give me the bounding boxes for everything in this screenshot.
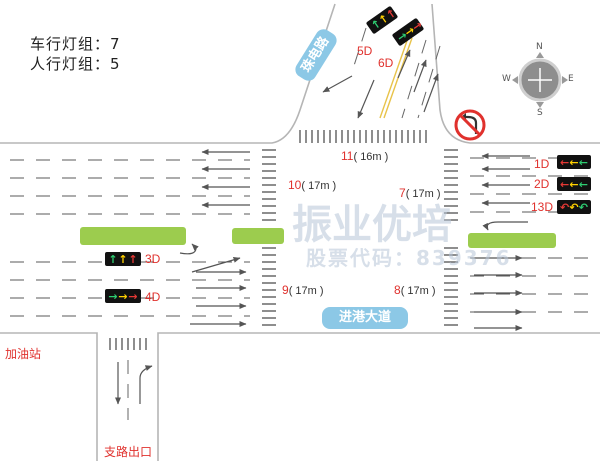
- crossing-9-id: 9: [282, 283, 289, 297]
- signal-1d-label: 1D: [534, 157, 550, 171]
- watermark-subtext: 股票代码：839376: [306, 246, 512, 270]
- signal-4d: →→→: [105, 289, 141, 303]
- crosswalk-north: [299, 130, 427, 143]
- east-outbound-arrows: [474, 255, 523, 331]
- median-east: [468, 233, 556, 248]
- compass-west: W: [502, 74, 511, 84]
- crossing-11-id: 11: [341, 149, 354, 163]
- signal-3d: ↑↑↑: [105, 252, 141, 266]
- vehicle-group-count: 车行灯组：7: [30, 35, 121, 53]
- crossing-8-length: ( 17m ): [400, 285, 436, 297]
- signal-6d-label: 6D: [378, 56, 394, 70]
- crosswalk-east: [444, 149, 458, 326]
- crossing-11-length: ( 16m ): [353, 151, 389, 163]
- road-edge-sw: [0, 332, 98, 461]
- signal-3d-arrow: ↑: [118, 252, 128, 266]
- watermark-text: 振业优培: [292, 202, 452, 248]
- north-centre-line: [379, 37, 413, 119]
- west-outbound-arrows: [201, 149, 250, 208]
- signal-2d-arrow: ←: [560, 177, 570, 191]
- crossing-7-id: 7: [399, 186, 406, 200]
- pedestrian-group-count: 人行灯组：5: [30, 55, 121, 73]
- signal-2d: ←←←: [557, 177, 591, 191]
- signal-5d-label: 5D: [357, 44, 373, 58]
- crosswalk-south: [109, 338, 147, 350]
- north-lane-lines: [351, 27, 441, 119]
- signal-1d-arrow: ←: [578, 155, 588, 169]
- east-approach-arrows: [481, 153, 530, 231]
- signal-2d-arrow: ←: [569, 177, 579, 191]
- compass-icon: [512, 52, 568, 108]
- crossing-10-label: 10( 17m ): [288, 178, 336, 192]
- crossing-9-label: 9( 17m ): [282, 283, 324, 297]
- signal-1d-arrow: ←: [569, 155, 579, 169]
- signal-13d: ↶↶↶: [557, 200, 591, 214]
- signal-4d-arrow: →: [118, 289, 128, 303]
- compass-south: S: [537, 108, 543, 118]
- crossing-8-label: 8( 17m ): [394, 283, 436, 297]
- crossing-10-id: 10: [288, 178, 302, 192]
- road-edge-ne: [431, 3, 600, 144]
- signal-13d-arrow: ↶: [560, 200, 570, 214]
- crossing-11-label: 11( 16m ): [341, 149, 388, 163]
- median-west-inner: [232, 228, 284, 244]
- branch-exit-label: 支路出口: [104, 445, 153, 459]
- signal-13d-arrow: ↶: [578, 200, 588, 214]
- gas-station-label: 加油站: [5, 347, 42, 361]
- signal-13d-label: 13D: [531, 200, 554, 214]
- signal-4d-arrow: →: [108, 289, 118, 303]
- crossing-7-length: ( 17m ): [405, 188, 441, 200]
- signal-4d-label: 4D: [145, 290, 161, 304]
- crosswalk-west: [262, 149, 276, 326]
- no-left-turn-icon: [454, 109, 486, 141]
- crossing-7-label: 7( 17m ): [399, 186, 441, 200]
- compass-east: E: [568, 74, 574, 84]
- crossing-8-id: 8: [394, 283, 401, 297]
- signal-3d-arrow: ↑: [108, 252, 118, 266]
- main-road-label: 进港大道: [322, 307, 408, 329]
- signal-2d-label: 2D: [534, 177, 550, 191]
- west-approach-arrows: [179, 243, 247, 327]
- signal-13d-arrow: ↶: [569, 200, 579, 214]
- road-edge-nw: [0, 3, 336, 144]
- signal-2d-arrow: ←: [578, 177, 588, 191]
- signal-3d-arrow: ↑: [128, 252, 138, 266]
- road-edges: [0, 3, 600, 461]
- west-lane-lines: [10, 159, 250, 317]
- branch-road-arrows: [115, 362, 153, 405]
- crossing-9-length: ( 17m ): [288, 285, 324, 297]
- signal-4d-arrow: →: [128, 289, 138, 303]
- crossing-10-length: ( 17m ): [301, 180, 337, 192]
- median-west: [80, 227, 186, 245]
- signal-1d: ←←←: [557, 155, 591, 169]
- signal-3d-label: 3D: [145, 252, 161, 266]
- north-road-arrows: [322, 49, 439, 119]
- medians: [80, 227, 556, 248]
- compass-north: N: [536, 42, 543, 52]
- signal-1d-arrow: ←: [560, 155, 570, 169]
- road-edge-se: [157, 332, 600, 461]
